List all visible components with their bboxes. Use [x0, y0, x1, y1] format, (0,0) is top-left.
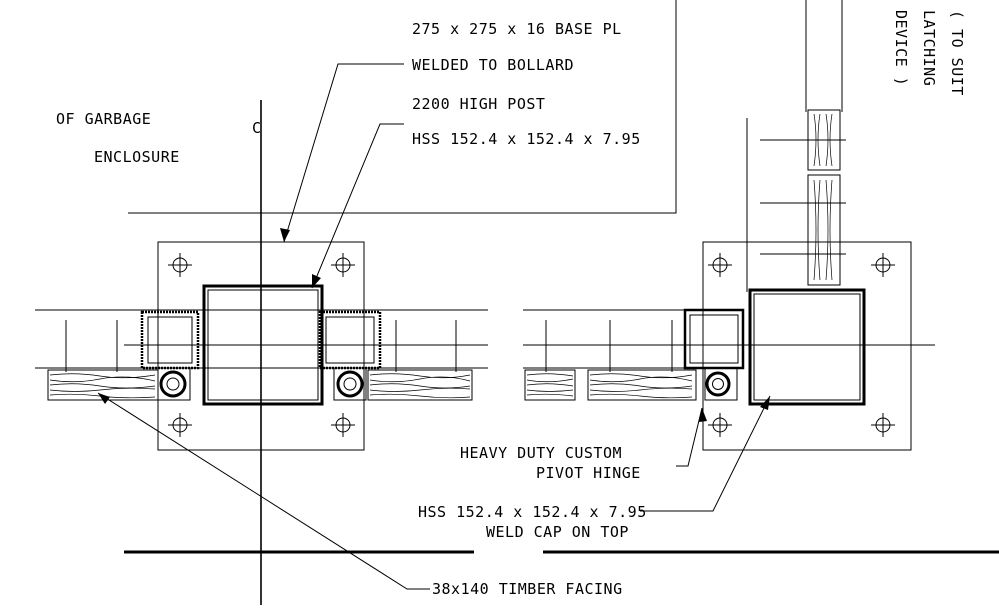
arrow-base-plate: [280, 228, 290, 242]
latch-timber-grain: [813, 113, 833, 281]
rail-tube-right: [318, 310, 382, 370]
leader-post: [311, 123, 404, 289]
label-timber-facing: 38x140 TIMBER FACING: [432, 580, 623, 598]
latching-note: ( TO SUIT LATCHING DEVICE ): [892, 10, 966, 96]
hinge-pin-right: [336, 370, 364, 398]
label-post-1: 2200 HIGH POST: [412, 95, 545, 113]
label-base-plate-2: WELDED TO BOLLARD: [412, 56, 574, 74]
right-bollard-assembly: [683, 0, 912, 451]
leader-base-plate: [283, 63, 404, 243]
rail-tube-gate: [683, 308, 745, 370]
label-hss-cap-2: WELD CAP ON TOP: [486, 523, 629, 541]
label-latching-1: ( TO SUIT: [948, 10, 966, 96]
label-enclosure-1: OF GARBAGE: [56, 110, 151, 128]
arrow-timber: [98, 393, 110, 404]
label-hinge-1: HEAVY DUTY CUSTOM: [460, 444, 622, 462]
latch-timber-lower: [807, 174, 841, 286]
hinge-pin-left: [159, 370, 187, 398]
centerline-symbol: C: [252, 119, 262, 137]
timber-facing: [47, 113, 833, 401]
leader-hinge: [676, 407, 703, 467]
hinge-pin-gate: [705, 371, 731, 397]
label-hinge-2: PIVOT HINGE: [536, 464, 641, 482]
leader-timber: [97, 392, 430, 590]
label-latching-3: DEVICE ): [892, 10, 910, 86]
base-plate-extent-line: [128, 0, 677, 214]
label-post-2: HSS 152.4 x 152.4 x 7.95: [412, 130, 641, 148]
left-bollard-assembly: [140, 241, 382, 451]
hss-post-right: [748, 288, 866, 406]
base-plate-left: [157, 241, 365, 451]
bolt-holes: [168, 253, 895, 437]
rail-tube-left: [140, 310, 200, 370]
label-latching-2: LATCHING: [920, 10, 938, 86]
label-base-plate-1: 275 x 275 x 16 BASE PL: [412, 20, 622, 38]
label-enclosure-2: ENCLOSURE: [94, 148, 180, 166]
leader-hss-cap: [640, 395, 771, 512]
leader-lines: [97, 0, 771, 590]
label-hss-cap-1: HSS 152.4 x 152.4 x 7.95: [418, 503, 647, 521]
base-plate-right: [702, 241, 912, 451]
hss-post-left: [202, 284, 324, 406]
